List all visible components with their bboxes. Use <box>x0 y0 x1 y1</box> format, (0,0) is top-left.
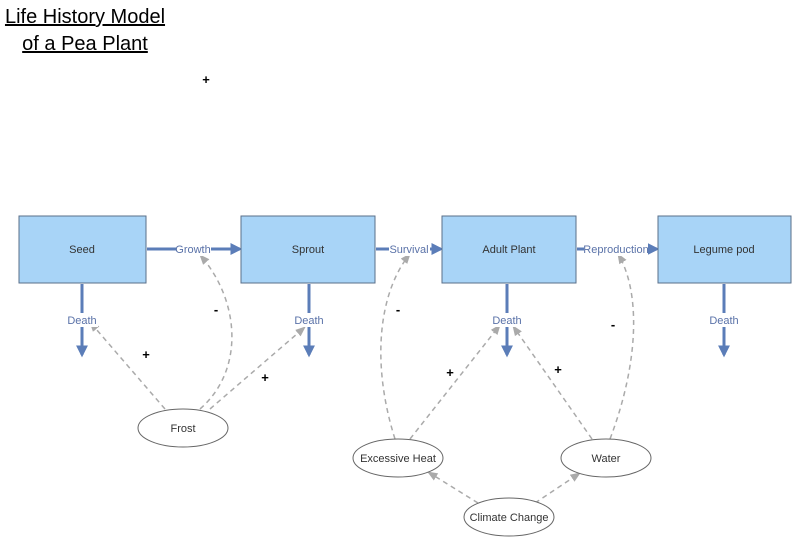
variable-excessive-heat[interactable]: Excessive Heat <box>352 438 444 478</box>
flow-death-adult-label: Death <box>492 315 521 327</box>
link-heat-death-adult[interactable] <box>409 324 501 440</box>
sign-heat-death-adult: + <box>446 365 454 380</box>
sign-water-reproduction: - <box>611 317 615 332</box>
stock-adult-plant-label: Adult Plant <box>482 244 535 256</box>
flow-death-pod-label: Death <box>709 315 738 327</box>
flow-death-seed-label-group: Death <box>67 313 98 327</box>
flow-death-adult-label-group: Death <box>492 313 523 327</box>
flow-death-sprout-label-group: Death <box>294 313 325 327</box>
flow-growth-label-group: Growth <box>175 242 211 256</box>
sign-frost-death-sprout: + <box>261 370 269 385</box>
variable-water-label: Water <box>592 453 621 465</box>
stock-legume-pod-label: Legume pod <box>693 244 754 256</box>
sign-frost-growth: - <box>214 302 218 317</box>
flow-death-seed-label: Death <box>67 315 96 327</box>
variable-excessive-heat-label: Excessive Heat <box>360 453 436 465</box>
flow-survival-label-group: Survival <box>389 242 430 256</box>
link-climate-water[interactable] <box>534 472 581 504</box>
flow-reproduction-label: Reproduction <box>583 244 648 256</box>
sign-heat-survival: - <box>396 302 400 317</box>
variable-frost[interactable]: Frost <box>137 408 229 448</box>
link-climate-heat[interactable] <box>427 471 479 504</box>
flow-death-sprout-label: Death <box>294 315 323 327</box>
variable-water[interactable]: Water <box>560 438 652 478</box>
link-frost-death-sprout[interactable] <box>209 326 306 410</box>
flow-reproduction-label-group: Reproduction <box>583 242 649 256</box>
stock-legume-pod[interactable]: Legume pod <box>657 215 792 284</box>
diagram-title: Life History Model of a Pea Plant <box>4 6 166 55</box>
sign-stray-plus: + <box>202 72 210 87</box>
link-frost-growth[interactable] <box>199 254 233 410</box>
stock-seed-label: Seed <box>69 244 95 256</box>
link-water-death-adult[interactable] <box>512 325 593 440</box>
sign-water-death-adult: + <box>554 362 562 377</box>
flow-growth-label: Growth <box>175 244 210 256</box>
stock-sprout-label: Sprout <box>292 244 324 256</box>
variable-climate-change-label: Climate Change <box>470 512 549 524</box>
link-water-reproduction[interactable] <box>609 253 635 440</box>
link-heat-survival[interactable] <box>380 253 411 440</box>
stock-adult-plant[interactable]: Adult Plant <box>441 215 577 284</box>
flow-death-pod-label-group: Death <box>709 313 740 327</box>
variable-climate-change[interactable]: Climate Change <box>463 497 555 537</box>
link-frost-death-seed[interactable] <box>89 321 166 410</box>
flow-survival-label: Survival <box>389 244 428 256</box>
sign-frost-death-seed: + <box>142 347 150 362</box>
stock-sprout[interactable]: Sprout <box>240 215 376 284</box>
stock-seed[interactable]: Seed <box>18 215 147 284</box>
variable-frost-label: Frost <box>170 423 195 435</box>
